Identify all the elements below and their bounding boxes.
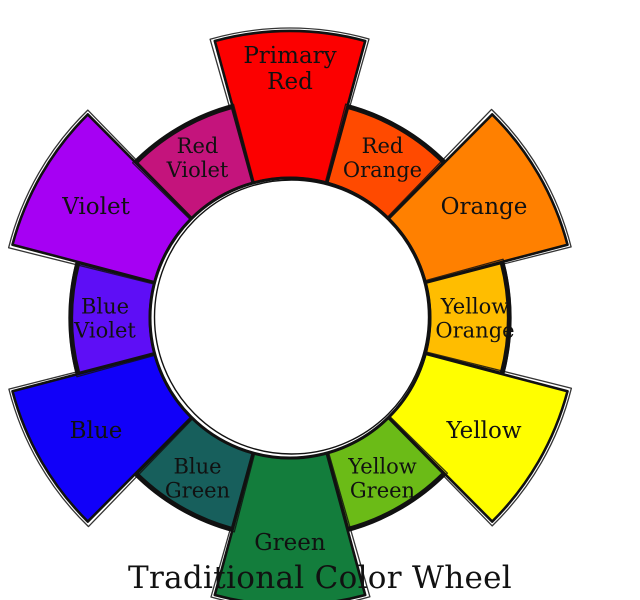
segment-violet: Violet: [7, 109, 194, 285]
segment-label-line: Blue: [81, 294, 129, 318]
segment-label-line: Violet: [61, 194, 130, 220]
segment-label-line: Blue: [173, 455, 221, 479]
segment-label-line: Green: [350, 479, 415, 503]
segment-label-line: Green: [165, 479, 230, 503]
segment-label-line: Orange: [435, 318, 514, 342]
segment-label-line: Violet: [166, 158, 229, 182]
inner-circle-sketch-outline: [153, 179, 430, 455]
segment-label-line: Red: [267, 69, 313, 95]
segment-label-line: Orange: [441, 194, 528, 220]
segment-label-line: Primary: [243, 43, 336, 69]
segment-label-blue: Blue: [70, 418, 123, 444]
segment-label-violet: Violet: [61, 194, 130, 220]
segment-label-line: Yellow: [440, 294, 510, 318]
segment-yellow: Yellow: [386, 351, 573, 527]
segment-label-yellow: Yellow: [445, 418, 521, 444]
segment-label-line: Orange: [343, 158, 422, 182]
segment-label-line: Green: [254, 530, 326, 556]
segment-label-line: Violet: [73, 318, 136, 342]
segment-label-line: Yellow: [347, 455, 417, 479]
segment-orange: Orange: [386, 108, 572, 285]
segment-label-green: Green: [254, 530, 326, 556]
segment-label-line: Red: [177, 134, 219, 158]
diagram-title: Traditional Color Wheel: [128, 560, 512, 596]
segment-label-line: Yellow: [445, 418, 521, 444]
segment-label-line: Red: [362, 134, 404, 158]
inner-circle: [148, 176, 432, 460]
segment-label-orange: Orange: [441, 194, 528, 220]
segment-label-line: Blue: [70, 418, 123, 444]
